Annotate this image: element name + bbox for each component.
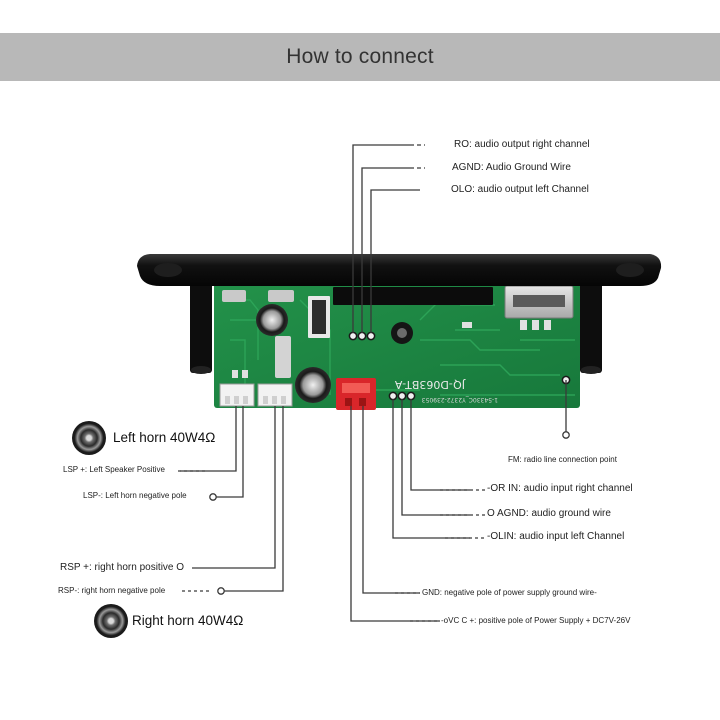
terminal-markers (209, 431, 570, 595)
label-fm: FM: radio line connection point (508, 455, 617, 464)
pcb-board: JQ-D063BT-A 1-54330C_Y2372-239053 (214, 282, 580, 410)
speaker-connectors (219, 383, 293, 407)
right-speaker-icon (94, 604, 128, 638)
front-bezel (137, 254, 662, 286)
label-rsp-pos: RSP +: right horn positive O (60, 562, 185, 573)
label-lin: -OLIN: audio input left Channel (487, 531, 625, 542)
page-title: How to connect (286, 45, 434, 68)
header-bar: How to connect (0, 33, 720, 81)
label-agnd2: O AGND: audio ground wire (487, 508, 611, 519)
label-lsp-pos: LSP +: Left Speaker Positive (63, 465, 165, 474)
silkscreen-code: 1-54330C_Y2372-239053 (422, 396, 498, 403)
label-rsp-neg: RSP-: right horn negative pole (58, 586, 166, 595)
silkscreen-model: JQ-D063BT-A (394, 378, 466, 391)
label-gnd: GND: negative pole of power supply groun… (422, 588, 597, 597)
label-lsp-neg: LSP-: Left horn negative pole (83, 491, 187, 500)
left-speaker-icon (72, 421, 106, 455)
label-agnd: AGND: Audio Ground Wire (452, 162, 571, 173)
power-connector (336, 378, 376, 410)
label-ro: RO: audio output right channel (454, 139, 590, 150)
label-vcc: -oVC C +: positive pole of Power Supply … (441, 616, 631, 625)
label-r-in: -OR IN: audio input right channel (487, 483, 633, 494)
connection-lines (178, 144, 567, 622)
label-olo: OLO: audio output left Channel (451, 184, 589, 195)
mounting-tabs (190, 275, 602, 374)
label-right-horn: Right horn 40W4Ω (132, 613, 244, 628)
label-left-horn: Left horn 40W4Ω (113, 430, 216, 445)
